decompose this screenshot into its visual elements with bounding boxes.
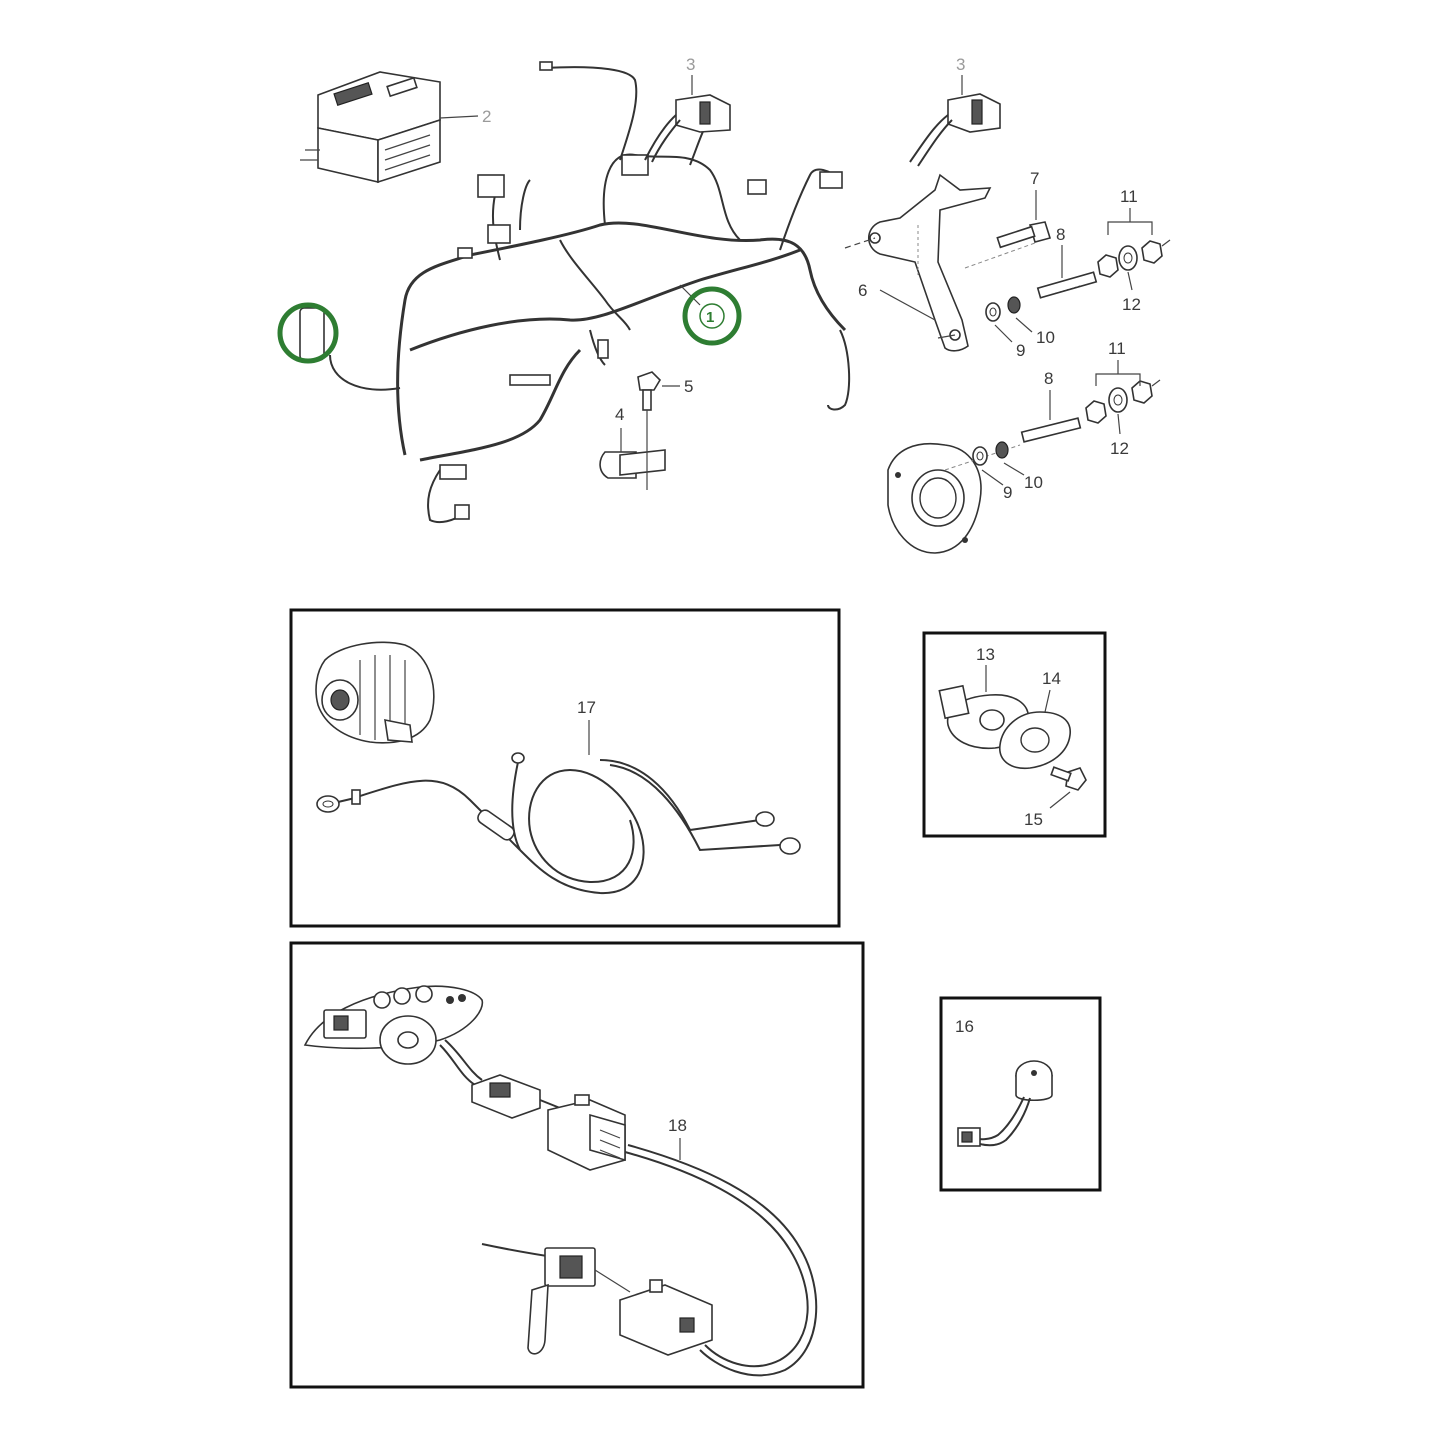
bolt-5[interactable] [637, 371, 662, 411]
washer-9-top[interactable] [985, 302, 1001, 322]
dashboard[interactable] [303, 985, 484, 1065]
panel-sensor-flange [922, 631, 1107, 838]
callout-3a: 3 [686, 55, 695, 74]
callout-8b: 8 [1044, 369, 1053, 388]
instrument-connector[interactable] [439, 1039, 561, 1119]
battery-cable-17[interactable] [316, 752, 801, 895]
callout-6: 6 [858, 281, 867, 300]
clip-4[interactable] [599, 410, 666, 490]
washer-9-bottom[interactable] [972, 446, 988, 466]
main-wiring-harness[interactable] [329, 61, 851, 524]
end-connector[interactable] [619, 1279, 713, 1356]
panel-alternator-cable [289, 608, 841, 928]
dashboard-harness-18[interactable] [624, 1144, 818, 1377]
callout-9a: 9 [1016, 341, 1025, 360]
callout-11b: 11 [1108, 339, 1126, 358]
callout-1[interactable]: 1 [706, 309, 714, 326]
bolt-15[interactable] [1050, 766, 1087, 791]
harness-connector-18[interactable] [547, 1094, 626, 1171]
alternator[interactable] [315, 641, 435, 744]
callout-17: 17 [577, 698, 596, 717]
nut-group-11-top[interactable] [1097, 239, 1171, 278]
callout-15: 15 [1024, 810, 1043, 829]
gasket-14[interactable] [999, 711, 1071, 770]
callout-10a: 10 [1036, 328, 1055, 347]
callout-13: 13 [976, 645, 995, 664]
callout-4: 4 [615, 405, 624, 424]
lock-washer-10-top[interactable] [1007, 296, 1021, 314]
callout-12a: 12 [1122, 295, 1141, 314]
flange-plate[interactable] [887, 443, 982, 554]
relay-box[interactable] [300, 71, 441, 184]
callout-16: 16 [955, 1017, 974, 1036]
nut-group-11-bottom[interactable] [1085, 379, 1161, 424]
callout-11a: 11 [1120, 187, 1138, 206]
callout-12b: 12 [1110, 439, 1129, 458]
connector-3-right[interactable] [909, 93, 1001, 167]
callout-7: 7 [1030, 169, 1039, 188]
sensor-16[interactable] [957, 1060, 1053, 1147]
switch-assembly[interactable] [481, 1243, 631, 1355]
callout-10b: 10 [1024, 473, 1043, 492]
bracket-6[interactable] [844, 173, 992, 352]
connector-3-center[interactable] [644, 94, 731, 163]
callout-3b: 3 [956, 55, 965, 74]
callout-14: 14 [1042, 669, 1061, 688]
callout-8a: 8 [1056, 225, 1065, 244]
callout-1-circle[interactable] [682, 286, 742, 346]
callout-5: 5 [684, 377, 693, 396]
panel-sensor-16 [939, 996, 1102, 1192]
callout-2: 2 [482, 107, 491, 126]
stud-8-top[interactable] [964, 242, 1098, 299]
callout-18: 18 [668, 1116, 687, 1135]
panel-dashboard-harness [289, 941, 865, 1389]
highlighted-connector[interactable] [277, 302, 339, 364]
bolt-7[interactable] [996, 221, 1052, 249]
callout-9b: 9 [1003, 483, 1012, 502]
lock-washer-10-bottom[interactable] [995, 441, 1009, 459]
